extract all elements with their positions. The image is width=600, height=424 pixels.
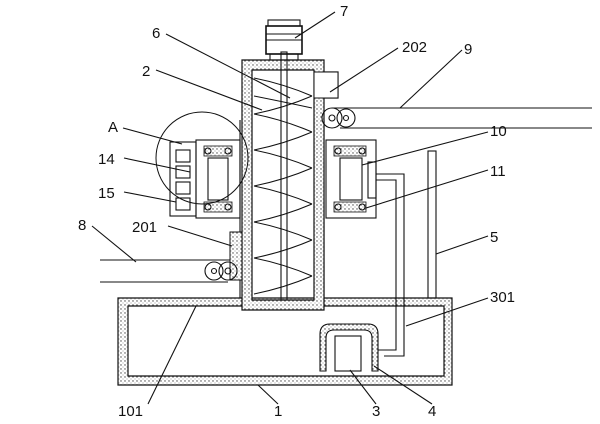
pipe <box>376 173 405 357</box>
label-10: 10 <box>490 123 507 140</box>
label-7: 7 <box>340 3 348 20</box>
label-2: 2 <box>142 63 150 80</box>
upper-conveyor <box>321 107 592 129</box>
detail-circle-a <box>155 111 249 205</box>
part-labels: 7 6 202 9 2 A 10 14 11 15 201 8 5 301 10… <box>78 3 515 420</box>
screw-flights <box>253 51 313 301</box>
label-9: 9 <box>464 41 472 58</box>
label-a: A <box>108 119 118 136</box>
label-101: 101 <box>118 403 143 420</box>
barrel <box>241 59 339 311</box>
inlet-stub <box>229 231 243 281</box>
label-11: 11 <box>490 163 506 180</box>
label-1: 1 <box>274 403 282 420</box>
base-tank <box>117 297 453 386</box>
left-bearing-assembly <box>169 139 241 219</box>
lower-conveyor <box>100 259 238 283</box>
leader-lines <box>91 11 489 405</box>
label-15: 15 <box>98 185 115 202</box>
label-4: 4 <box>428 403 436 420</box>
label-3: 3 <box>372 403 380 420</box>
label-8: 8 <box>78 217 86 234</box>
pump <box>319 323 379 372</box>
right-bearing-assembly <box>325 139 377 219</box>
label-6: 6 <box>152 25 160 42</box>
label-301: 301 <box>490 289 515 306</box>
support-column <box>427 150 437 299</box>
label-5: 5 <box>490 229 498 246</box>
label-14: 14 <box>98 151 115 168</box>
label-201: 201 <box>132 219 157 236</box>
motor <box>265 19 303 61</box>
label-202: 202 <box>402 39 427 56</box>
